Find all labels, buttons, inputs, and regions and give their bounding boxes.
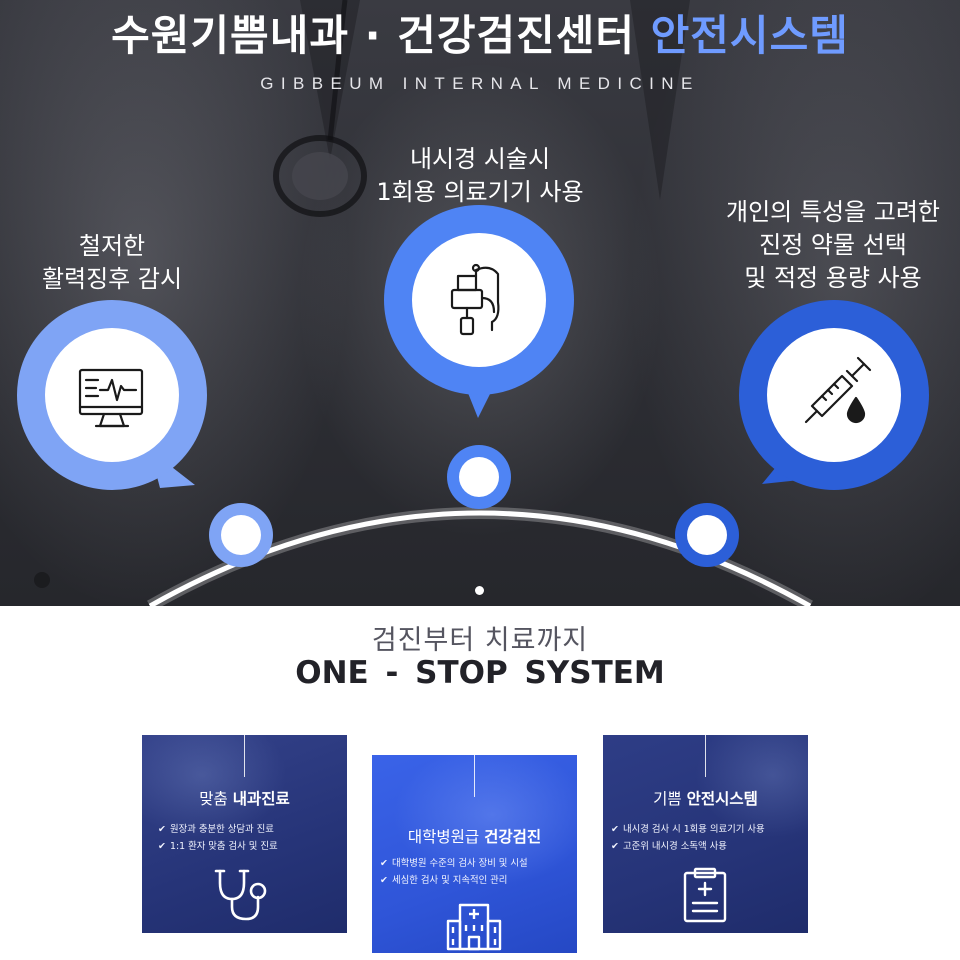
hero-title-accent: 안전시스템 — [650, 11, 849, 60]
check-icon: ✔ — [611, 824, 619, 835]
list-item: ✔ 원장과 충분한 상담과 진료 — [158, 821, 278, 838]
list-item-text: 세심한 검사 및 지속적인 관리 — [392, 875, 508, 886]
hero-banner: 수원기쁨내과 · 건강검진센터 안전시스템 GIBBEUM INTERNAL M… — [0, 0, 960, 606]
card-feature-list: ✔ 내시경 검사 시 1회용 의료기기 사용 ✔ 고준위 내시경 소독액 사용 — [611, 821, 765, 855]
feature-label-3: 개인의 특성을 고려한 진정 약물 선택 및 적정 용량 사용 — [706, 196, 960, 295]
service-card-health-checkup[interactable]: 대학병원급 건강검진 ✔ 대학병원 수준의 검사 장비 및 시설 ✔ 세심한 검사 … — [372, 755, 577, 953]
card-title: 기쁨 안전시스템 — [603, 787, 808, 809]
coat-shadow — [630, 0, 690, 200]
feature-label-3-line3: 및 적정 용량 사용 — [744, 264, 922, 292]
hospital-building-icon — [446, 903, 502, 951]
card-title-plain: 맞춤 — [199, 790, 233, 808]
feature-label-2-line2: 1회용 의료기기 사용 — [376, 178, 584, 206]
service-card-internal-medicine[interactable]: 맞춤 내과진료 ✔ 원장과 충분한 상담과 진료 ✔ 1:1 환자 맞춤 검사 및 … — [142, 735, 347, 933]
clipboard-icon — [683, 867, 727, 923]
card-divider-line — [474, 755, 475, 797]
arc-node-1-core — [221, 515, 261, 555]
list-item: ✔ 고준위 내시경 소독액 사용 — [611, 838, 765, 855]
list-item: ✔ 세심한 검사 및 지속적인 관리 — [380, 872, 528, 889]
list-item-text: 대학병원 수준의 검사 장비 및 시설 — [392, 858, 528, 869]
card-feature-list: ✔ 대학병원 수준의 검사 장비 및 시설 ✔ 세심한 검사 및 지속적인 관리 — [380, 855, 528, 889]
list-item: ✔ 내시경 검사 시 1회용 의료기기 사용 — [611, 821, 765, 838]
stethoscope-icon — [214, 869, 267, 921]
check-icon: ✔ — [380, 858, 388, 869]
stethoscope-tube — [327, 0, 348, 141]
card-title: 맞춤 내과진료 — [142, 787, 347, 809]
feature-label-2: 내시경 시술시 1회용 의료기기 사용 — [350, 143, 610, 209]
card-title-bold: 안전시스템 — [686, 790, 758, 808]
syringe-icon — [804, 356, 872, 424]
vital-monitor-icon — [78, 368, 144, 428]
stethoscope-chestpiece — [273, 135, 367, 217]
endoscope-device-icon — [450, 263, 500, 336]
check-icon: ✔ — [611, 841, 619, 852]
carousel-pager-dot[interactable] — [475, 586, 484, 595]
feature-bubble-3 — [739, 300, 929, 490]
feature-label-3-line2: 진정 약물 선택 — [759, 231, 907, 259]
check-icon: ✔ — [158, 824, 166, 835]
hero-title-main: 수원기쁨내과 · 건강검진센터 — [111, 11, 651, 60]
feature-label-1: 철저한 활력징후 감시 — [22, 230, 202, 296]
card-title-plain: 기쁨 — [653, 790, 687, 808]
hero-title: 수원기쁨내과 · 건강검진센터 안전시스템 — [0, 2, 960, 63]
arc-node-2-core — [459, 457, 499, 497]
onestop-title: ONE - STOP SYSTEM — [295, 655, 665, 691]
check-icon: ✔ — [380, 875, 388, 886]
coat-button — [34, 572, 50, 588]
list-item-text: 원장과 충분한 상담과 진료 — [170, 824, 274, 835]
card-title: 대학병원급 건강검진 — [372, 825, 577, 847]
card-title-bold: 건강검진 — [484, 828, 542, 846]
list-item: ✔ 1:1 환자 맞춤 검사 및 진료 — [158, 838, 278, 855]
card-title-plain: 대학병원급 — [407, 828, 485, 846]
arc-node-3-core — [687, 515, 727, 555]
feature-label-1-line2: 활력징후 감시 — [41, 265, 183, 293]
feature-label-2-line1: 내시경 시술시 — [409, 145, 551, 173]
stethoscope-chestpiece-inner — [292, 152, 348, 200]
hero-subtitle: GIBBEUM INTERNAL MEDICINE — [260, 74, 700, 93]
feature-label-1-line1: 철저한 — [78, 232, 146, 260]
list-item-text: 고준위 내시경 소독액 사용 — [623, 841, 727, 852]
card-divider-line — [705, 735, 706, 777]
list-item-text: 1:1 환자 맞춤 검사 및 진료 — [170, 841, 278, 852]
check-icon: ✔ — [158, 841, 166, 852]
card-divider-line — [244, 735, 245, 777]
card-title-bold: 내과진료 — [232, 790, 290, 808]
list-item-text: 내시경 검사 시 1회용 의료기기 사용 — [623, 824, 765, 835]
service-card-safety-system[interactable]: 기쁨 안전시스템 ✔ 내시경 검사 시 1회용 의료기기 사용 ✔ 고준위 내시경 … — [603, 735, 808, 933]
feature-bubble-1 — [17, 300, 207, 490]
list-item: ✔ 대학병원 수준의 검사 장비 및 시설 — [380, 855, 528, 872]
onestop-kicker: 검진부터 치료까지 — [371, 625, 589, 656]
hero-decoration — [17, 0, 929, 588]
feature-label-3-line1: 개인의 특성을 고려한 — [726, 198, 940, 226]
card-feature-list: ✔ 원장과 충분한 상담과 진료 ✔ 1:1 환자 맞춤 검사 및 진료 — [158, 821, 278, 855]
coat-shadow — [300, 0, 360, 160]
feature-bubble-2 — [384, 205, 574, 418]
